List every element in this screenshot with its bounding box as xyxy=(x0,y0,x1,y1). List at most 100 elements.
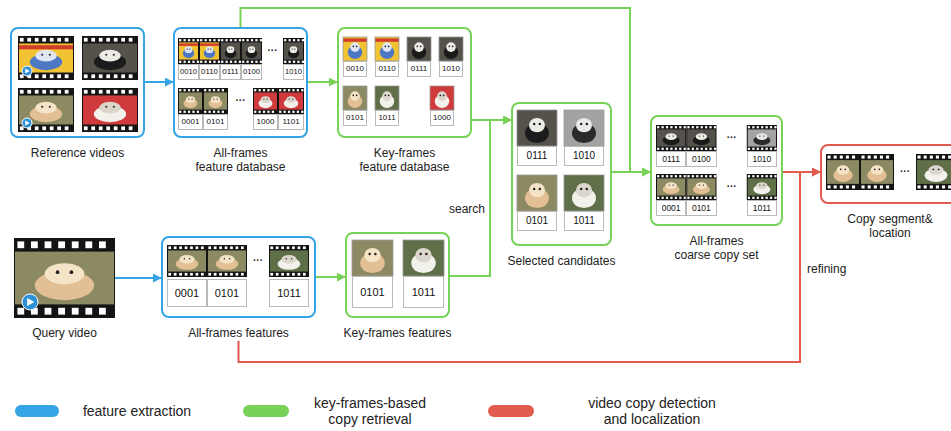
film-hole xyxy=(179,61,181,63)
flow-arrow xyxy=(239,172,821,362)
thumbnail-image xyxy=(564,110,604,146)
film-hole xyxy=(761,197,763,199)
film-hole xyxy=(705,148,707,150)
film-hole xyxy=(288,111,290,113)
thumbnail-image xyxy=(517,175,557,211)
thumbnail-detail xyxy=(933,169,935,171)
thumbnail-detail xyxy=(844,169,846,171)
thumbnail-detail xyxy=(384,95,386,97)
film-hole xyxy=(709,126,711,128)
film-strip xyxy=(860,154,894,190)
thumbnail-image xyxy=(430,86,454,110)
film-hole xyxy=(251,39,253,41)
film-hole xyxy=(236,273,239,276)
film-hole xyxy=(862,156,865,159)
thumbnail-detail xyxy=(703,184,704,185)
thumbnail-detail xyxy=(350,42,360,52)
thumbnail-detail xyxy=(261,96,270,103)
thumbnail-detail xyxy=(189,258,190,259)
thumbnail-border xyxy=(352,240,393,276)
thumbnail-image xyxy=(200,42,219,59)
film-hole xyxy=(696,197,698,199)
film-hole xyxy=(230,39,232,41)
film-hole xyxy=(129,126,133,130)
film-hole xyxy=(757,148,759,150)
thumbnail-image xyxy=(254,92,277,109)
film-hole xyxy=(259,111,261,113)
feature-box: All-frames feature database0010011001110… xyxy=(173,27,308,175)
thumbnail-detail xyxy=(763,184,764,185)
thumbnail-detail xyxy=(425,253,428,256)
film-hole xyxy=(84,126,88,130)
thumbnail-detail xyxy=(756,182,767,189)
thumbnail-detail xyxy=(533,123,536,126)
thumbnail-detail xyxy=(294,48,295,49)
film-hole xyxy=(168,246,171,249)
film-hole xyxy=(225,273,228,276)
frame-code: 0010 xyxy=(343,61,367,77)
film-hole xyxy=(874,156,877,159)
thumbnail-border xyxy=(517,110,557,146)
box-heading: All-frames features xyxy=(179,327,299,341)
film-hole xyxy=(303,246,306,249)
film-hole xyxy=(99,74,103,78)
film-hole xyxy=(45,308,52,315)
film-hole xyxy=(91,126,95,130)
film-hole xyxy=(662,148,664,150)
thumbnail-border xyxy=(564,110,604,146)
thumbnail-detail xyxy=(290,46,298,53)
thumbnail-image xyxy=(827,160,859,184)
film-hole xyxy=(692,175,694,177)
film-strip xyxy=(656,125,686,151)
thumbnail-detail xyxy=(49,106,51,108)
film-hole xyxy=(20,74,24,78)
feature-box: All-frames coarse copy set01110100···101… xyxy=(650,115,783,263)
film-hole xyxy=(918,156,921,159)
thumbnail-detail xyxy=(388,95,390,97)
thumbnail-detail xyxy=(291,48,292,49)
thumbnail-image xyxy=(917,160,951,184)
film-hole xyxy=(84,38,88,42)
flow-arrow xyxy=(115,277,161,279)
film-hole xyxy=(774,197,776,199)
edge-label: search xyxy=(448,202,486,216)
film-hole xyxy=(302,39,304,41)
film-hole xyxy=(188,111,190,113)
film-hole xyxy=(179,111,181,113)
film-strip xyxy=(178,38,199,64)
film-hole xyxy=(880,156,883,159)
film-hole xyxy=(679,148,681,150)
thumbnail-border xyxy=(343,37,367,61)
film-hole xyxy=(657,175,659,177)
film-hole xyxy=(942,156,945,159)
thumbnail-detail xyxy=(871,165,884,175)
film-hole xyxy=(298,273,301,276)
film-hole xyxy=(260,61,262,63)
film-hole xyxy=(129,74,133,78)
thumbnail-detail xyxy=(41,54,43,56)
film-hole xyxy=(670,148,672,150)
film-hole xyxy=(222,111,224,113)
film-hole xyxy=(236,246,239,249)
film-hole xyxy=(65,90,69,94)
film-hole xyxy=(214,273,217,276)
film-hole xyxy=(701,175,703,177)
film-hole xyxy=(197,39,199,41)
thumbnail-detail xyxy=(382,42,392,52)
film-hole xyxy=(293,39,295,41)
film-strip xyxy=(167,245,207,277)
flow-arrow xyxy=(316,276,345,278)
film-hole xyxy=(114,38,118,42)
thumbnail-detail xyxy=(580,123,583,126)
thumbnail-image xyxy=(375,86,399,110)
thumbnail-detail xyxy=(210,48,211,49)
film-hole xyxy=(752,197,754,199)
film-hole xyxy=(936,156,939,159)
film-hole xyxy=(230,61,232,63)
film-hole xyxy=(924,156,927,159)
thumbnail-detail xyxy=(224,258,225,259)
feature-box: All-frames features00010101···1011 xyxy=(161,236,316,341)
film-hole xyxy=(766,148,768,150)
film-hole xyxy=(205,61,207,63)
